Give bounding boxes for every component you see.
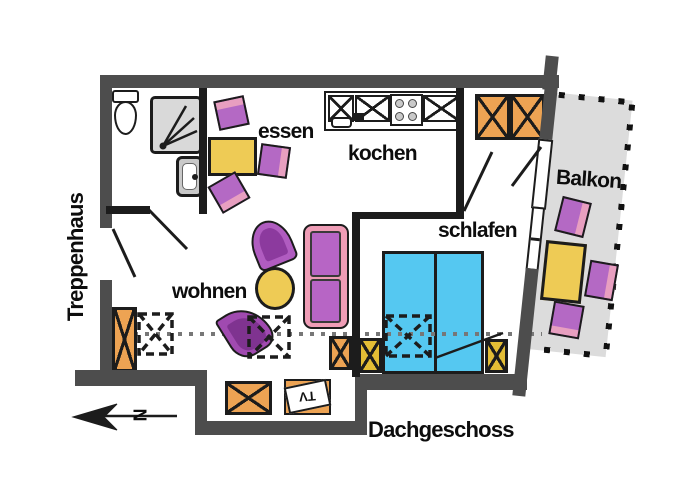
wall-bathroom-bottom: [106, 206, 150, 214]
dining-chair: [213, 95, 250, 131]
bed-divider: [434, 254, 437, 371]
roof-height-line: [112, 332, 542, 336]
north-arrow: N: [71, 403, 177, 431]
wall-bottom-left: [75, 370, 207, 386]
wall-kitchen-right: [456, 88, 464, 219]
kitchen-cabinet: [355, 95, 390, 122]
room-label-sleeping: schlafen: [438, 219, 518, 242]
cabinet: [329, 336, 352, 370]
kitchen-cabinet: [328, 95, 354, 122]
sideboard: [225, 381, 272, 415]
sofa-cushion: [310, 231, 341, 277]
bedroom-door-swing: [462, 151, 494, 212]
kitchen-sink: [331, 117, 352, 128]
dining-chair: [256, 143, 292, 179]
wall-left-upper: [100, 75, 112, 228]
room-label-living: wohnen: [172, 280, 247, 303]
balcony-railing-bottom: [523, 344, 599, 359]
wall-left-lower: [100, 280, 112, 378]
dining-chair: [207, 171, 251, 214]
compass-label: N: [129, 409, 149, 422]
wall-bedroom-top: [352, 212, 464, 219]
nightstand: [358, 338, 382, 373]
tv-label: TV: [298, 388, 317, 405]
wardrobe: [475, 94, 510, 140]
window-divider: [530, 237, 540, 241]
wardrobe: [510, 94, 545, 140]
wall-alcove-bottom: [195, 421, 367, 435]
balcony-table: [539, 240, 588, 304]
chair-back: [277, 147, 289, 177]
sofa-cushion: [310, 279, 341, 323]
room-label-kitchen: kochen: [348, 142, 418, 165]
kitchen-cabinet: [423, 95, 460, 122]
sofa: [303, 224, 349, 329]
chair-back: [220, 191, 248, 212]
wall-bedroom-left: [352, 212, 360, 377]
entrance-door-swing: [111, 228, 137, 278]
cabinet: [112, 307, 137, 372]
stove-burner: [395, 99, 404, 108]
wall-bottom-right: [355, 374, 527, 390]
armchair-seat: [255, 224, 289, 263]
wall-alcove-left: [195, 370, 207, 435]
stairwell-label: Treppenhaus: [63, 192, 88, 322]
room-label-balcony: Balkon: [555, 165, 622, 194]
floor-label: Dachgeschoss: [368, 417, 515, 442]
toilet: [114, 101, 137, 135]
armchair-seat: [226, 310, 270, 355]
chair-back: [215, 97, 244, 110]
stove: [390, 94, 423, 126]
stove-burner: [395, 112, 404, 121]
kitchen-faucet: [354, 113, 364, 121]
dining-table: [208, 137, 257, 176]
sink: [176, 156, 203, 197]
shower: [150, 96, 202, 154]
balcony-chair: [548, 300, 585, 340]
balcony-railing-right: [602, 104, 636, 358]
stove-burner: [408, 112, 417, 121]
nightstand: [485, 339, 508, 373]
wall-top: [100, 75, 559, 88]
balcony-railing-top: [558, 91, 636, 106]
sink-drain: [192, 174, 198, 180]
coffee-table: [255, 267, 295, 310]
room-label-dining: essen: [258, 120, 314, 143]
wall-bathroom-right: [199, 88, 207, 214]
bathroom-door-swing: [147, 208, 189, 251]
kitchen-counter: [324, 91, 462, 131]
armchair: [243, 214, 300, 273]
double-bed: [382, 251, 484, 374]
stove-burner: [408, 99, 417, 108]
